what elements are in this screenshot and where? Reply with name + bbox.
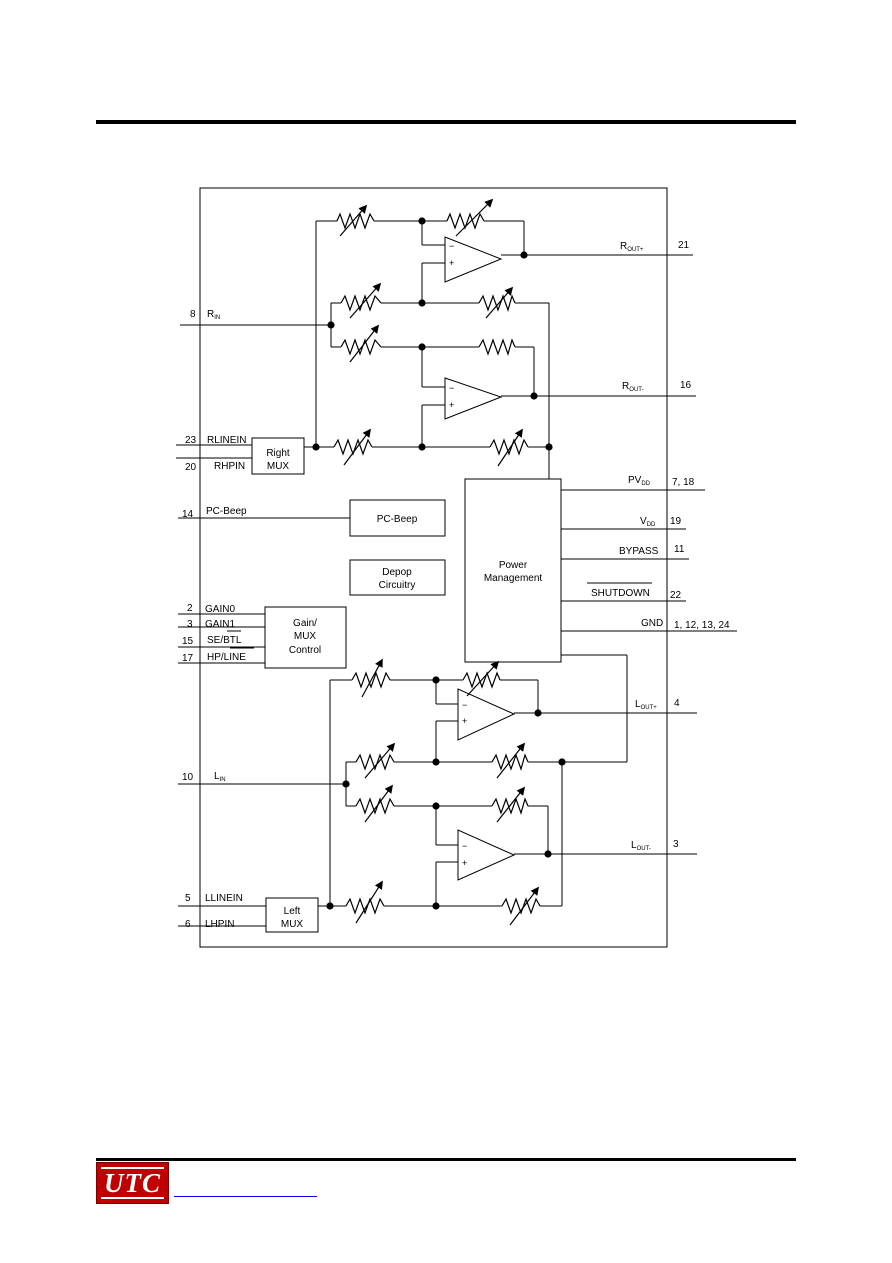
right-channel (176, 220, 696, 479)
resistor (333, 438, 373, 456)
resistor (462, 671, 501, 689)
resistor (340, 338, 382, 356)
minus-sign: − (462, 700, 467, 710)
plus-sign: + (449, 400, 454, 410)
pin-number: 5 (185, 893, 191, 904)
pcbeep-block-text: PC-Beep (377, 514, 418, 525)
plus-sign: + (462, 716, 467, 726)
vdd-label: VDD (640, 516, 656, 528)
right-mux-text: Right (266, 448, 290, 459)
gain0-label: GAIN0 (205, 604, 235, 615)
pin-number: 3 (187, 619, 193, 630)
resistor (351, 671, 391, 689)
pcbeep-label: PC-Beep (206, 506, 247, 517)
gain-text: MUX (294, 631, 317, 642)
depop-box (349, 559, 446, 596)
pin-number: 20 (185, 462, 197, 473)
depop-text: Depop (382, 567, 412, 578)
gain-text: Gain/ (293, 618, 317, 629)
resistor (355, 797, 395, 815)
logo-text: UTC (104, 1168, 161, 1198)
pin-number: 7, 18 (672, 477, 695, 488)
left-mux-text: Left (284, 906, 301, 917)
rout-plus-label: ROUT+ (620, 241, 644, 253)
resistor (478, 338, 516, 356)
resistor (336, 212, 375, 230)
gain-text: Control (289, 645, 321, 656)
shutdown-label: SHUTDOWN (591, 588, 650, 599)
pcbeep-box (349, 499, 446, 537)
hpline-label: HP/LINE (207, 652, 246, 663)
opamp-r1 (444, 236, 503, 283)
pin-number: 22 (670, 590, 682, 601)
pin-number: 23 (185, 435, 197, 446)
resistor (501, 897, 541, 915)
opamp-r2 (444, 377, 503, 420)
resistor (489, 438, 529, 456)
pin-number: 6 (185, 919, 191, 930)
bypass-label: BYPASS (619, 546, 659, 557)
rlinein-label: RLINEIN (207, 435, 246, 446)
power-text: Management (484, 573, 543, 584)
power-text: Power (499, 560, 528, 571)
resistor (446, 212, 485, 230)
pin-number: 16 (680, 380, 692, 391)
right-mux-box (251, 437, 305, 475)
right-mux-text: MUX (267, 461, 290, 472)
pin-number: 1, 12, 13, 24 (674, 620, 730, 631)
gain-mux-control-box (264, 606, 347, 669)
utc-logo: UTC (96, 1162, 169, 1204)
left-mux-text: MUX (281, 919, 304, 930)
pin-number: 19 (670, 516, 682, 527)
power-management-box (464, 478, 562, 663)
resistor (355, 753, 395, 771)
logo-decoration (101, 1167, 164, 1169)
resistor (345, 897, 385, 915)
chip-outline (199, 187, 668, 948)
logo-decoration (101, 1197, 164, 1199)
minus-sign: − (449, 383, 454, 393)
pin-number: 4 (674, 698, 680, 709)
pin-number: 17 (182, 653, 194, 664)
pvdd-label: PVDD (628, 475, 651, 487)
lhpin-label: LHPIN (205, 919, 234, 930)
pin-number: 3 (673, 839, 679, 850)
depop-text: Circuitry (379, 580, 416, 591)
rhpin-label: RHPIN (214, 461, 245, 472)
pin-number: 11 (674, 544, 685, 555)
resistor (491, 797, 529, 815)
lin-label: LIN (214, 771, 226, 783)
rin-label: RIN (207, 309, 220, 321)
plus-sign: + (449, 258, 454, 268)
pin-number: 10 (182, 772, 194, 783)
minus-sign: − (462, 841, 467, 851)
footer-rule (96, 1158, 796, 1161)
opamp-l2 (457, 829, 516, 881)
rout-minus-label: ROUT- (622, 381, 644, 393)
header-rule (96, 120, 796, 124)
sebtl-label: SE/BTL (207, 635, 242, 646)
pin-number: 14 (182, 509, 194, 520)
resistor (478, 294, 516, 312)
resistor (491, 753, 529, 771)
plus-sign: + (462, 858, 467, 868)
pin-number: 2 (187, 603, 193, 614)
pin-number: 21 (678, 240, 690, 251)
minus-sign: − (449, 241, 454, 251)
lout-minus-label: LOUT- (631, 840, 651, 852)
pin-number: 8 (190, 309, 196, 320)
pin-number: 15 (182, 636, 194, 647)
lout-plus-label: LOUT+ (635, 699, 657, 711)
gain1-label: GAIN1 (205, 619, 235, 630)
footer-website-link[interactable] (174, 1180, 317, 1197)
llinein-label: LLINEIN (205, 893, 243, 904)
resistor (340, 294, 382, 312)
opamp-l1 (457, 688, 516, 741)
left-mux-box (265, 897, 319, 933)
gnd-label: GND (641, 618, 663, 629)
